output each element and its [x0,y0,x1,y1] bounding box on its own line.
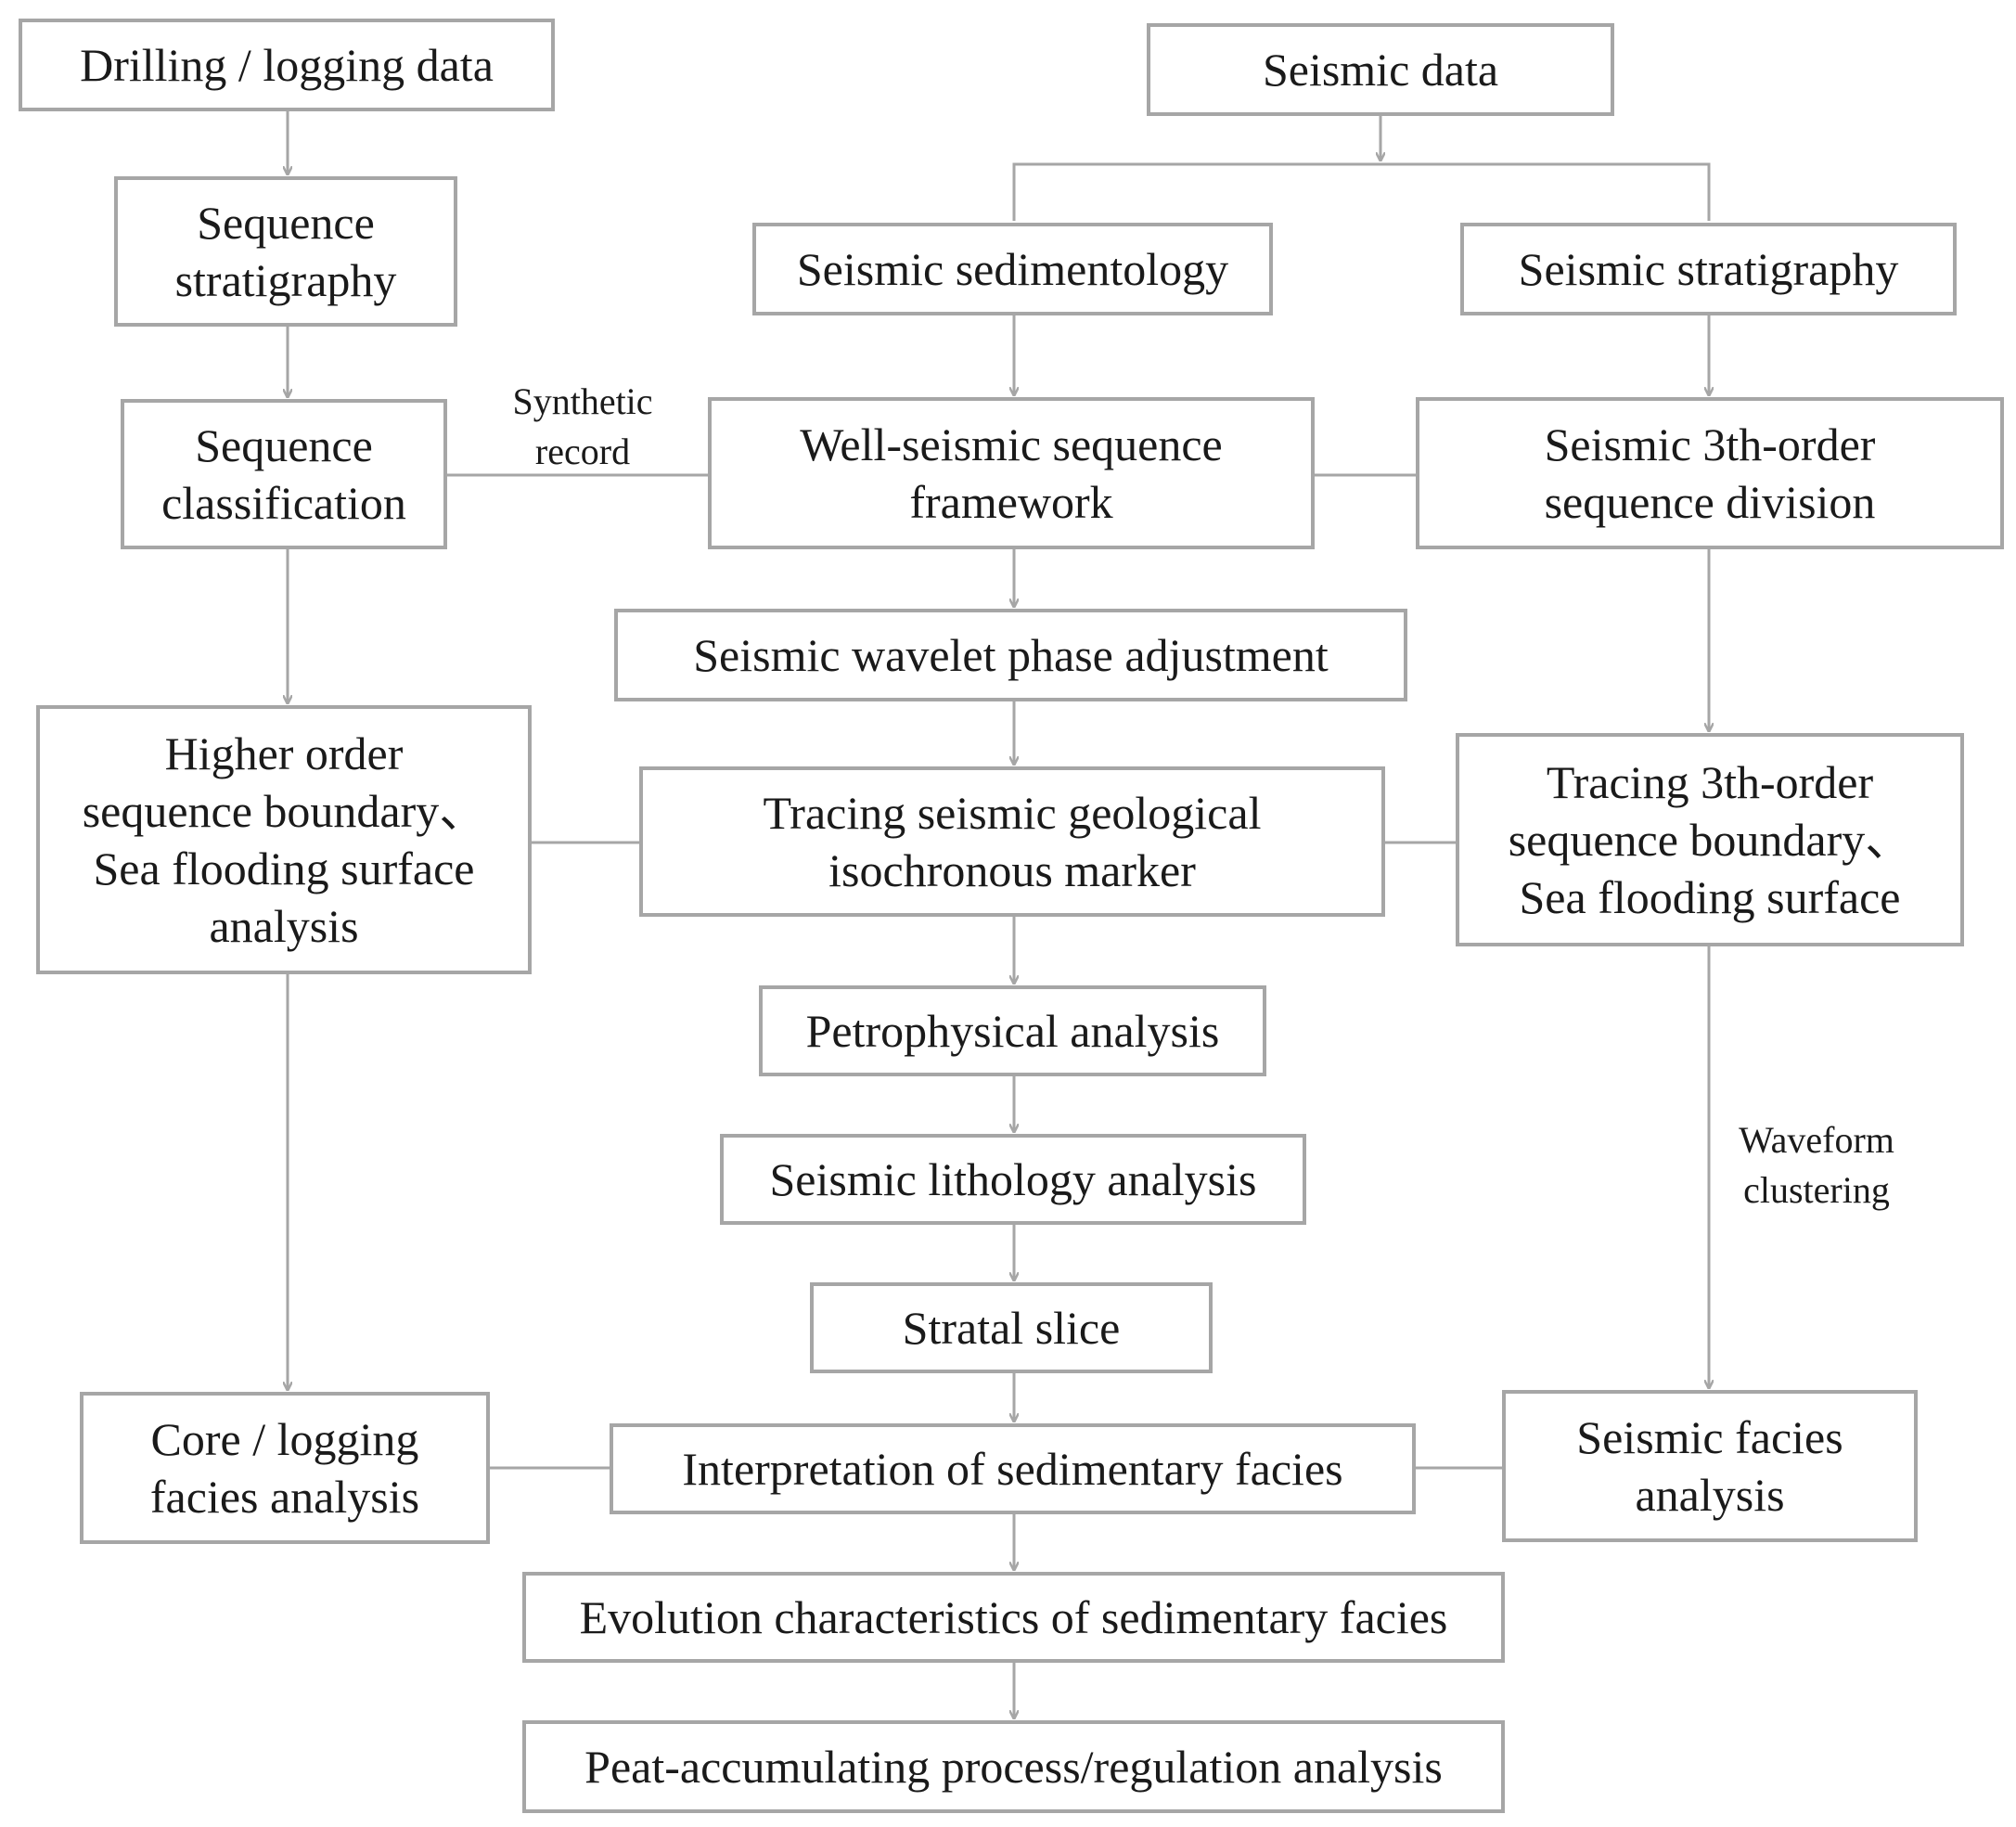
tracing-isochronous-marker-box: Tracing seismic geological isochronous m… [639,766,1385,917]
petrophysical-analysis-box: Petrophysical analysis [759,985,1266,1076]
seismic-facies-analysis-box: Seismic facies analysis [1502,1390,1918,1542]
well-seismic-framework-box: Well-seismic sequence framework [708,397,1315,549]
interpretation-facies-box: Interpretation of sedimentary facies [610,1423,1416,1514]
tracing-3th-order-boundary-box: Tracing 3th-order sequence boundary、 Sea… [1456,733,1964,946]
sequence-stratigraphy-box: Sequence stratigraphy [114,176,457,327]
sequence-classification-box: Sequence classification [121,399,447,549]
seismic-stratigraphy-box: Seismic stratigraphy [1460,223,1957,315]
seismic-branch-line [1012,162,1711,221]
seismic-sedimentology-box: Seismic sedimentology [752,223,1273,315]
higher-order-boundary-box: Higher order sequence boundary、 Sea floo… [36,705,532,974]
seismic-3th-order-division-box: Seismic 3th-order sequence division [1416,397,2004,549]
seismic-lithology-box: Seismic lithology analysis [720,1134,1306,1225]
seismic-wavelet-phase-box: Seismic wavelet phase adjustment [614,609,1407,701]
synthetic-record-label: Synthetic record [512,380,653,472]
stratal-slice-box: Stratal slice [810,1282,1213,1373]
evolution-characteristics-box: Evolution characteristics of sedimentary… [522,1572,1505,1663]
waveform-clustering-label: Waveform clustering [1739,1119,1894,1211]
seismic-data-box: Seismic data [1147,23,1614,116]
peat-accumulating-box: Peat-accumulating process/regulation ana… [522,1720,1505,1813]
drilling-logging-data-box: Drilling / logging data [19,19,555,111]
core-logging-facies-box: Core / logging facies analysis [80,1392,490,1544]
